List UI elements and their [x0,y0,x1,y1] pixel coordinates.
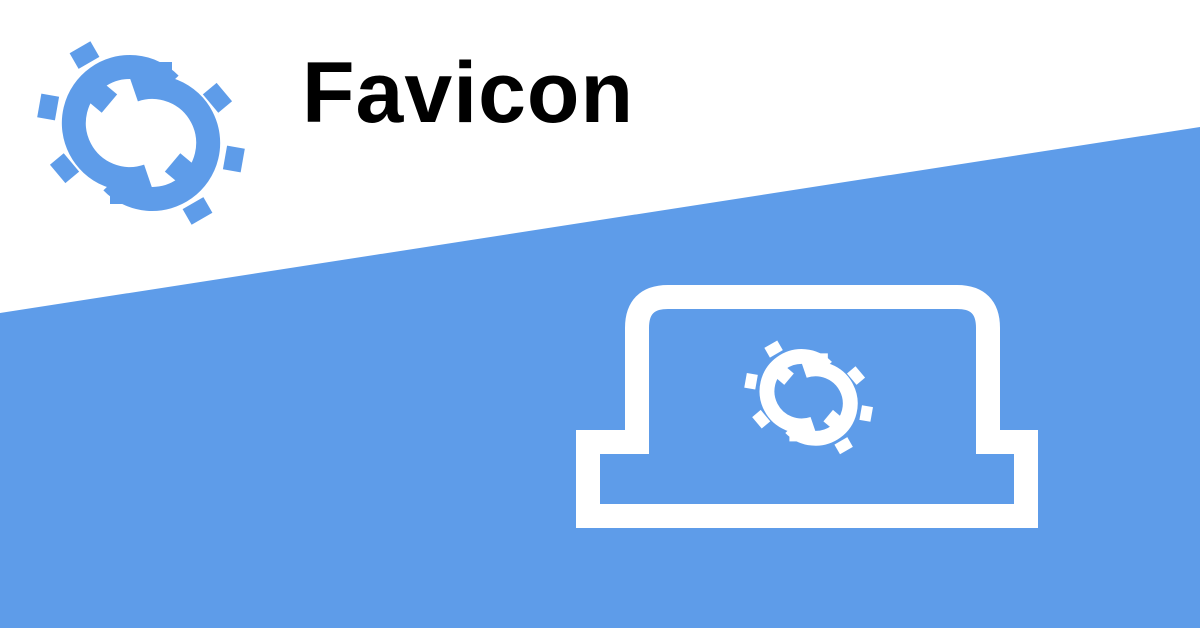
tab-favicon-gear-icon [744,340,873,455]
page-title: Favicon [302,45,634,141]
browser-tab-icon [576,285,1038,528]
gear-sync-logo-icon [37,41,245,225]
